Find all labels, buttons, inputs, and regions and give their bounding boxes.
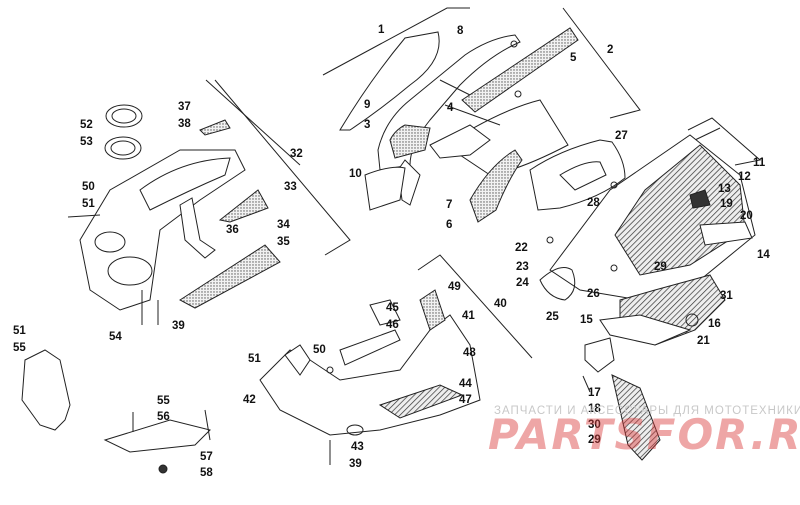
callout-26[interactable]: 26 bbox=[587, 288, 600, 300]
callout-1[interactable]: 1 bbox=[378, 24, 385, 36]
callout-58[interactable]: 58 bbox=[200, 467, 213, 479]
left-panel-assembly bbox=[67, 79, 351, 325]
callout-49[interactable]: 49 bbox=[448, 281, 461, 293]
callout-31[interactable]: 31 bbox=[720, 290, 733, 302]
callout-7[interactable]: 7 bbox=[446, 199, 453, 211]
callout-14[interactable]: 14 bbox=[757, 249, 770, 261]
callout-39b[interactable]: 39 bbox=[349, 458, 362, 470]
callout-55a[interactable]: 55 bbox=[13, 342, 26, 354]
callout-11[interactable]: 11 bbox=[753, 157, 766, 169]
callout-56[interactable]: 56 bbox=[157, 411, 170, 423]
callout-32[interactable]: 32 bbox=[290, 148, 303, 160]
callout-22[interactable]: 22 bbox=[515, 242, 528, 254]
callout-18[interactable]: 18 bbox=[588, 403, 601, 415]
callout-5[interactable]: 5 bbox=[570, 52, 577, 64]
callout-57[interactable]: 57 bbox=[200, 451, 213, 463]
callout-21[interactable]: 21 bbox=[697, 335, 710, 347]
callout-29a[interactable]: 29 bbox=[654, 261, 667, 273]
callout-50b[interactable]: 50 bbox=[313, 344, 326, 356]
callout-16[interactable]: 16 bbox=[708, 318, 721, 330]
callout-20[interactable]: 20 bbox=[740, 210, 753, 222]
callout-45[interactable]: 45 bbox=[386, 302, 399, 314]
callout-46[interactable]: 46 bbox=[386, 319, 399, 331]
callout-3[interactable]: 3 bbox=[364, 119, 371, 131]
callout-50a[interactable]: 50 bbox=[82, 181, 95, 193]
callout-23[interactable]: 23 bbox=[516, 261, 529, 273]
callout-51b[interactable]: 51 bbox=[13, 325, 26, 337]
callout-8[interactable]: 8 bbox=[457, 25, 464, 37]
callout-6[interactable]: 6 bbox=[446, 219, 453, 231]
callout-4[interactable]: 4 bbox=[447, 102, 454, 114]
callout-34[interactable]: 34 bbox=[277, 219, 290, 231]
callout-15[interactable]: 15 bbox=[580, 314, 593, 326]
callout-51a[interactable]: 51 bbox=[82, 198, 95, 210]
callout-30[interactable]: 30 bbox=[588, 419, 601, 431]
callout-48[interactable]: 48 bbox=[463, 347, 476, 359]
callout-27[interactable]: 27 bbox=[615, 130, 628, 142]
callout-17[interactable]: 17 bbox=[588, 387, 601, 399]
callout-33[interactable]: 33 bbox=[284, 181, 297, 193]
callout-53[interactable]: 53 bbox=[80, 136, 93, 148]
callout-2[interactable]: 2 bbox=[607, 44, 614, 56]
callout-38[interactable]: 38 bbox=[178, 118, 191, 130]
callout-12[interactable]: 12 bbox=[738, 171, 751, 183]
callout-44[interactable]: 44 bbox=[459, 378, 472, 390]
callout-9[interactable]: 9 bbox=[364, 99, 371, 111]
callout-40[interactable]: 40 bbox=[494, 298, 507, 310]
callout-36[interactable]: 36 bbox=[226, 224, 239, 236]
callout-19[interactable]: 19 bbox=[720, 198, 733, 210]
watermark-subtitle: ЗАПЧАСТИ И АКСЕССУАРЫ ДЛЯ МОТОТЕХНИКИ bbox=[494, 405, 800, 417]
windshield-assembly bbox=[322, 7, 641, 223]
callout-39a[interactable]: 39 bbox=[172, 320, 185, 332]
watermark-logo: PARTSFOR.RU bbox=[488, 410, 800, 459]
callout-51c[interactable]: 51 bbox=[248, 353, 261, 365]
callout-42[interactable]: 42 bbox=[243, 394, 256, 406]
belly-pan-assembly bbox=[259, 254, 533, 465]
callout-35[interactable]: 35 bbox=[277, 236, 290, 248]
callout-43[interactable]: 43 bbox=[351, 441, 364, 453]
callout-10[interactable]: 10 bbox=[349, 168, 362, 180]
callout-47[interactable]: 47 bbox=[459, 394, 472, 406]
callout-41[interactable]: 41 bbox=[462, 310, 475, 322]
callout-37[interactable]: 37 bbox=[178, 101, 191, 113]
callout-24[interactable]: 24 bbox=[516, 277, 529, 289]
side-panel-assembly bbox=[539, 117, 762, 461]
callout-13[interactable]: 13 bbox=[718, 183, 731, 195]
callout-55b[interactable]: 55 bbox=[157, 395, 170, 407]
callout-54[interactable]: 54 bbox=[109, 331, 122, 343]
callout-25[interactable]: 25 bbox=[546, 311, 559, 323]
callout-28[interactable]: 28 bbox=[587, 197, 600, 209]
callout-29b[interactable]: 29 bbox=[588, 434, 601, 446]
rear-cover bbox=[529, 139, 626, 211]
callout-52[interactable]: 52 bbox=[80, 119, 93, 131]
small-parts bbox=[21, 349, 211, 474]
